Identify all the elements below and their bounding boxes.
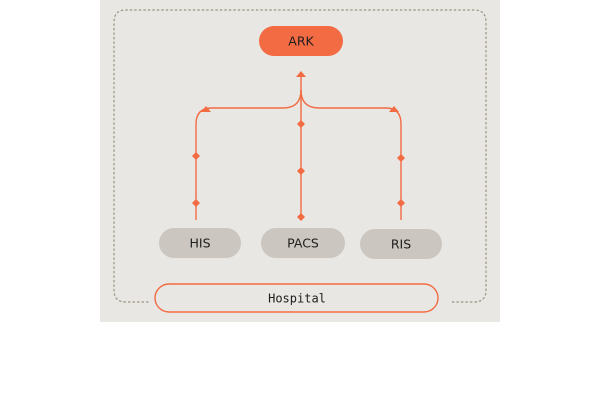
marker-pacs-2: [297, 167, 305, 175]
node-pacs: PACS: [261, 228, 345, 258]
arrowhead-his-branch: [201, 106, 211, 112]
marker-his-1: [192, 152, 200, 160]
node-pacs-pill: [261, 228, 345, 258]
node-ark: ARK: [259, 26, 343, 56]
node-ris-pill: [360, 229, 442, 259]
node-his-pill: [159, 228, 241, 258]
node-hospital-pill: [154, 283, 439, 313]
marker-his-2: [192, 199, 200, 207]
node-ris-label: RIS: [391, 237, 411, 252]
node-pacs-label: PACS: [287, 236, 319, 251]
marker-pacs-3: [297, 213, 305, 221]
marker-pacs-1: [297, 120, 305, 128]
node-ark-pill: [259, 26, 343, 56]
connector-markers: [192, 71, 405, 221]
node-his-label: HIS: [189, 236, 210, 251]
marker-ris-1: [397, 154, 405, 162]
node-ris: RIS: [360, 229, 442, 259]
node-ark-label: ARK: [288, 34, 314, 49]
node-his: HIS: [159, 228, 241, 258]
node-hospital-label: Hospital: [268, 292, 326, 306]
arrowhead-ris-branch: [389, 106, 399, 112]
arrowhead-ark: [296, 71, 306, 77]
marker-ris-2: [397, 199, 405, 207]
connector-ark-ris: [300, 89, 402, 220]
node-hospital: Hospital: [154, 283, 439, 313]
connector-ark-his: [195, 89, 302, 220]
connectors: [195, 74, 402, 220]
